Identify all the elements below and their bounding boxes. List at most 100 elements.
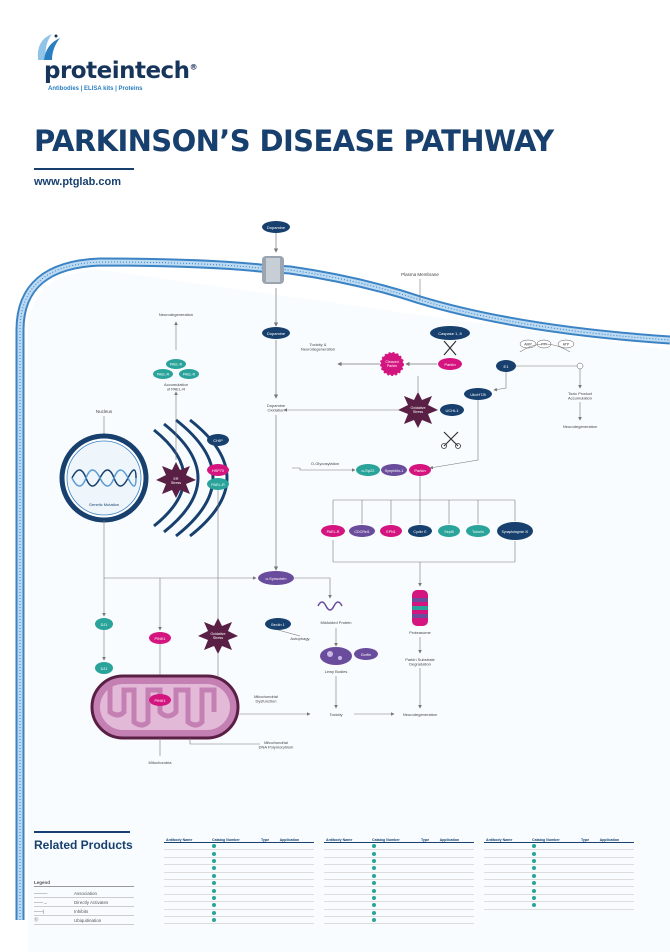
svg-text:AMP: AMP bbox=[524, 343, 532, 347]
svg-text:HSP70: HSP70 bbox=[212, 469, 224, 473]
synphilin-node: Synphilin-1 bbox=[381, 464, 407, 476]
table-row bbox=[164, 872, 314, 880]
svg-text:Beclin 1: Beclin 1 bbox=[271, 623, 285, 627]
table-row bbox=[484, 864, 634, 873]
scissors-lower-icon bbox=[443, 431, 459, 447]
pael-r-cluster: PAEL-R PAEL-R PAEL-R bbox=[153, 359, 199, 379]
table-row bbox=[484, 894, 634, 903]
substrate-cdcrel1: CDCRel1 bbox=[349, 525, 375, 537]
table-row bbox=[164, 909, 314, 917]
table-row bbox=[324, 879, 474, 888]
legend-title: Legend bbox=[34, 880, 134, 887]
table-row bbox=[484, 857, 634, 866]
pink1-upper-node: PINK1 bbox=[149, 632, 171, 644]
table-row bbox=[484, 842, 634, 851]
table-row bbox=[324, 842, 474, 851]
svg-text:PAEL-R: PAEL-R bbox=[170, 363, 183, 367]
svg-text:α-Synuclein: α-Synuclein bbox=[266, 576, 287, 581]
svg-text:Dopamine: Dopamine bbox=[267, 331, 286, 336]
website-link[interactable]: www.ptglab.com bbox=[34, 176, 121, 188]
svg-text:Sept5: Sept5 bbox=[444, 530, 453, 534]
svg-text:DJ1: DJ1 bbox=[101, 623, 108, 627]
dj1-lower-node: DJ1 bbox=[95, 662, 113, 674]
ubch78-node: UbcH7/8 bbox=[464, 388, 492, 400]
table-row bbox=[324, 849, 474, 858]
hsp70-node: HSP70 bbox=[207, 464, 229, 476]
parkin-mid-node: Parkin bbox=[409, 464, 431, 476]
substrate-synaptotagmin: Synaptotagmin XI bbox=[497, 522, 533, 540]
table-row bbox=[324, 916, 474, 925]
related-products-title: Related Products bbox=[34, 838, 133, 852]
table-row bbox=[324, 909, 474, 917]
svg-text:PAEL-R: PAEL-R bbox=[183, 373, 196, 377]
dopamine-channel bbox=[262, 256, 284, 284]
beclin-node: Beclin 1 bbox=[265, 618, 291, 630]
svg-text:Dorfin: Dorfin bbox=[361, 653, 371, 657]
legend: Legend ———Association ——→Directly Activa… bbox=[34, 880, 134, 925]
logo-mark-icon bbox=[37, 34, 60, 60]
table-row bbox=[164, 842, 314, 851]
svg-text:E1: E1 bbox=[504, 364, 510, 369]
chip-node: CHIP bbox=[207, 434, 229, 446]
lewy-bodies-label: Lewy Bodies bbox=[325, 669, 348, 674]
autophagy-label: Autophagy bbox=[290, 636, 309, 641]
proteasome-icon bbox=[412, 590, 428, 626]
table-row bbox=[164, 849, 314, 858]
svg-text:Caspase 1, 8: Caspase 1, 8 bbox=[438, 331, 462, 336]
svg-text:UCHL1: UCHL1 bbox=[445, 408, 459, 413]
table-row bbox=[324, 894, 474, 903]
svg-text:PAEL-R: PAEL-R bbox=[157, 373, 170, 377]
svg-text:PINK1: PINK1 bbox=[155, 699, 166, 703]
svg-text:Dopamine: Dopamine bbox=[267, 225, 286, 230]
parkin-top-node: Parkin bbox=[438, 358, 462, 370]
dopamine-extracellular-node: Dopamine bbox=[262, 221, 290, 233]
substrate-tubulin: Tubulin bbox=[466, 525, 490, 537]
svg-text:Tubulin: Tubulin bbox=[472, 530, 484, 534]
a-sp22-node: α-Sp22 bbox=[356, 464, 380, 476]
neurodegeneration-top-label: Neurodegeneration bbox=[159, 312, 193, 317]
table-row bbox=[484, 872, 634, 880]
table-row bbox=[324, 872, 474, 880]
substrate-cyclin-e: Cyclin E bbox=[408, 525, 432, 537]
svg-text:Synphilin-1: Synphilin-1 bbox=[385, 469, 404, 473]
svg-text:EPN1: EPN1 bbox=[386, 530, 395, 534]
svg-text:Parkin: Parkin bbox=[414, 468, 425, 473]
svg-text:PPi: PPi bbox=[541, 343, 547, 347]
table-row bbox=[324, 901, 474, 910]
table-row bbox=[324, 857, 474, 866]
substrate-sept5: Sept5 bbox=[438, 525, 460, 537]
dorfin-node: Dorfin bbox=[354, 648, 378, 660]
substrate-pael-r: PAEL-R bbox=[321, 525, 345, 537]
caspase-node: Caspase 1, 8 bbox=[430, 326, 470, 340]
amp-node: AMP bbox=[519, 339, 537, 349]
table-row bbox=[164, 894, 314, 903]
misfolded-protein-icon bbox=[317, 601, 343, 611]
svg-text:UbcH7/8: UbcH7/8 bbox=[470, 392, 486, 397]
substrate-row: PAEL-R CDCRel1 EPN1 Cyclin E Sept5 Tubul… bbox=[321, 500, 533, 587]
svg-text:Synaptotagmin XI: Synaptotagmin XI bbox=[502, 530, 529, 534]
misfolded-protein-label: Misfolded Protein bbox=[321, 620, 352, 625]
table-row bbox=[164, 879, 314, 888]
svg-text:CHIP: CHIP bbox=[213, 438, 223, 443]
table-row bbox=[164, 886, 314, 895]
mitochondria-label: Mitochondria bbox=[149, 760, 173, 765]
dj1-upper-node: DJ1 bbox=[95, 618, 113, 630]
svg-text:PAEL-R: PAEL-R bbox=[327, 530, 340, 534]
